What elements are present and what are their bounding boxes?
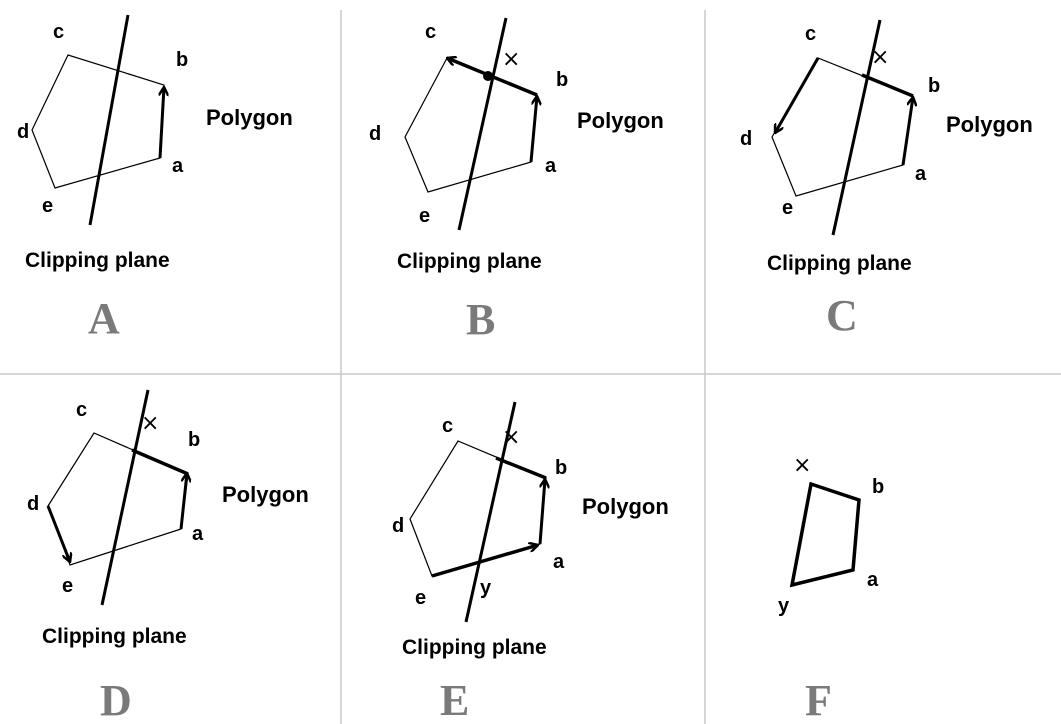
vertex-label-a: a (915, 163, 927, 185)
panel-f: × y b a F (778, 453, 884, 724)
panel-letter: E (440, 676, 469, 724)
vertex-label-c: c (425, 21, 436, 43)
clipping-plane-label: Clipping plane (42, 625, 187, 648)
polygon-shape (31, 54, 165, 189)
vertex-label-c: c (53, 21, 64, 43)
vertex-label-d: d (27, 493, 39, 515)
clipping-plane-line (457, 17, 508, 231)
panel-letter: B (466, 295, 495, 344)
polygon-label: Polygon (582, 494, 669, 519)
vertex-label-b: b (555, 457, 567, 479)
edge-b-x-arrow (131, 448, 189, 476)
clipping-plane-line (464, 401, 517, 623)
edge-b-x-arrow (495, 456, 547, 480)
vertex-label-e: e (415, 587, 426, 609)
edge-y-a-arrow (431, 545, 538, 578)
polygon-shape (409, 440, 547, 577)
panel-letter: F (805, 676, 832, 724)
edge-d-e-arrow (46, 505, 70, 562)
vertex-label-d: d (740, 128, 752, 150)
vertex-label-d: d (369, 123, 381, 145)
edge-a-b-arrow (529, 96, 537, 163)
vertex-label-e: e (62, 575, 73, 597)
intersection-mark-y: y (480, 577, 492, 599)
vertex-label-e: e (782, 197, 793, 219)
vertex-label-d: d (392, 515, 404, 537)
vertex-label-a: a (867, 569, 879, 591)
edge-a-b-arrow (160, 87, 164, 159)
polygon-label: Polygon (946, 112, 1033, 137)
vertex-label-a: a (172, 155, 184, 177)
vertex-label-b: b (872, 476, 884, 498)
panel-b: × c b d a e Polygon Clipping plane B (369, 17, 664, 344)
panel-e: × y c b d a e Polygon Clipping plane E (392, 401, 669, 724)
vertex-label-b: b (928, 75, 940, 97)
edge-b-x-arrow (861, 73, 914, 98)
clipping-plane-line (100, 389, 150, 606)
clipped-mark-y: y (778, 595, 790, 617)
intersection-mark-x: × (502, 425, 520, 450)
panel-c: × c b d a e Polygon Clipping plane C (740, 19, 1033, 340)
clipping-plane-line (88, 14, 130, 226)
polygon-shape (47, 432, 189, 566)
vertex-label-d: d (17, 121, 29, 143)
clipping-plane-line (831, 19, 882, 236)
vertex-label-c: c (76, 399, 87, 421)
vertex-label-a: a (192, 523, 204, 545)
vertex-label-e: e (419, 205, 430, 227)
clipped-polygon-shape (789, 481, 861, 588)
edge-a-b-arrow (538, 479, 545, 545)
edge-a-b-arrow (901, 97, 913, 166)
clipped-mark-x: × (793, 453, 811, 478)
panel-a: c b d a e Polygon Clipping plane A (17, 14, 293, 343)
panel-letter: D (100, 676, 132, 724)
intersection-mark-x: × (502, 47, 520, 72)
edge-a-b-arrow (179, 473, 187, 530)
vertex-label-a: a (553, 551, 565, 573)
panel-letter: C (826, 291, 858, 340)
vertex-label-e: e (42, 195, 53, 217)
vertex-label-b: b (556, 69, 568, 91)
polygon-label: Polygon (206, 105, 293, 130)
polygon-label: Polygon (577, 108, 664, 133)
vertex-label-b: b (176, 49, 188, 71)
intersection-mark-x: × (871, 45, 889, 70)
panel-letter: A (88, 294, 120, 343)
vertex-label-a: a (545, 155, 557, 177)
clipping-plane-label: Clipping plane (402, 636, 547, 659)
vertex-label-c: c (442, 415, 453, 437)
intersection-mark-x: × (141, 411, 159, 436)
panel-d: × c b d a e Polygon Clipping plane D (27, 389, 309, 724)
clipping-plane-label: Clipping plane (25, 249, 170, 272)
polygon-shape (771, 57, 914, 197)
intersection-point (483, 71, 493, 81)
clipping-plane-label: Clipping plane (767, 252, 912, 275)
clipping-plane-label: Clipping plane (397, 250, 542, 273)
vertex-label-c: c (805, 23, 816, 45)
vertex-label-b: b (188, 429, 200, 451)
edge-c-d-arrow (773, 57, 820, 133)
polygon-label: Polygon (222, 482, 309, 507)
